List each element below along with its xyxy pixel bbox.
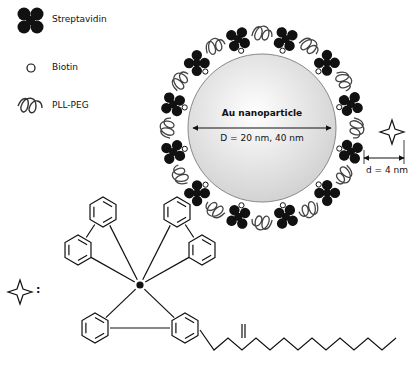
diameter-arrow	[193, 128, 331, 129]
biotin	[337, 105, 342, 110]
streptavidin	[338, 91, 364, 117]
pll-peg	[252, 26, 272, 40]
streptavidin	[273, 204, 299, 230]
biotin	[316, 182, 321, 187]
streptavidin	[273, 26, 299, 52]
biotin	[239, 48, 244, 53]
pll-peg	[160, 118, 174, 138]
symbol-label: :	[36, 284, 40, 297]
ruthenium-complex	[65, 197, 396, 350]
dimension-arrow	[364, 158, 404, 159]
pll-peg	[333, 163, 355, 187]
star-marker	[380, 120, 404, 144]
pll-peg	[203, 199, 227, 221]
biotin	[337, 146, 342, 151]
pll-peg	[333, 68, 355, 92]
legend-text: Streptavidin	[52, 14, 107, 24]
biotin	[239, 203, 244, 208]
streptavidin	[160, 139, 186, 165]
streptavidin-icon	[18, 8, 44, 34]
pll-peg	[297, 35, 321, 57]
legend-text: PLL-PEG	[52, 100, 89, 110]
dimension-tick	[364, 150, 365, 164]
particle-outline	[187, 53, 337, 203]
biotin	[280, 203, 285, 208]
surface-coating	[160, 26, 364, 230]
pll-peg	[350, 118, 364, 138]
legend-text: Biotin	[52, 62, 78, 72]
pll-peg-icon	[18, 98, 42, 113]
pll-peg	[202, 35, 226, 57]
pll-peg	[252, 216, 272, 230]
biotin	[280, 48, 285, 53]
biotin	[203, 69, 208, 74]
biotin	[182, 146, 187, 151]
streptavidin	[225, 204, 251, 230]
dimension-label: d = 4 nm	[366, 165, 408, 175]
biotin	[182, 105, 187, 110]
streptavidin	[225, 26, 251, 52]
star-marker	[8, 280, 32, 304]
pll-peg	[169, 163, 191, 187]
particle-label: Au nanoparticle	[222, 108, 302, 118]
streptavidin	[160, 91, 186, 117]
diameter-label: D = 20 nm, 40 nm	[220, 133, 303, 143]
dimension-tick	[404, 140, 405, 164]
streptavidin	[338, 139, 364, 165]
pll-peg	[169, 69, 191, 93]
biotin-icon	[27, 64, 35, 72]
biotin	[316, 69, 321, 74]
biotin	[203, 182, 208, 187]
nanoparticle: Au nanoparticle D = 20 nm, 40 nm	[187, 53, 337, 203]
pll-peg	[297, 199, 321, 221]
